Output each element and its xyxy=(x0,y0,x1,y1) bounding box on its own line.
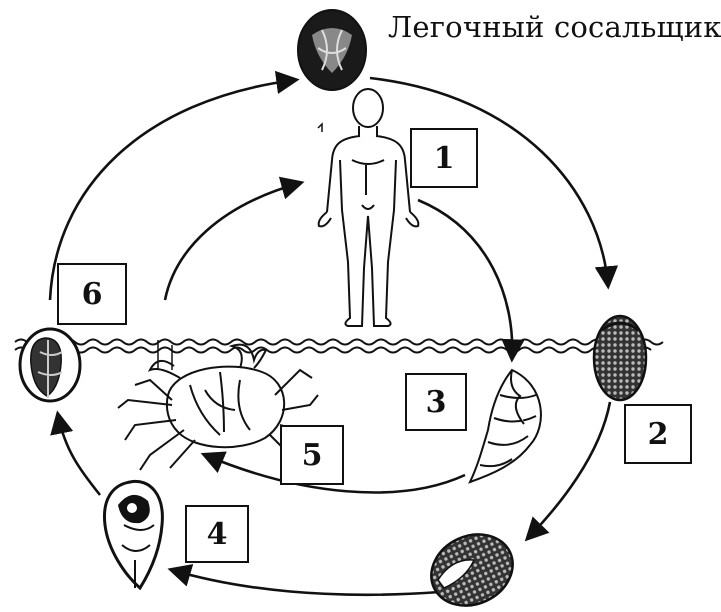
stage-label-3: 3 xyxy=(405,373,467,431)
egg-icon xyxy=(594,316,646,400)
stage-label-4: 4 xyxy=(185,505,249,563)
water-line xyxy=(15,340,663,353)
adult-fluke-icon xyxy=(298,10,366,90)
metacercaria-icon xyxy=(20,329,80,401)
stage-label-6: 6 xyxy=(57,263,127,325)
stage-label-1: 1 xyxy=(410,128,478,188)
stage-label-5: 5 xyxy=(280,425,344,485)
human-figure-icon xyxy=(318,89,418,326)
diagram-title: Легочный сосальщик xyxy=(388,10,721,44)
arrow-1-to-3 xyxy=(418,200,512,358)
snail-shell-icon xyxy=(470,370,541,482)
arrow-top-egg-to-2 xyxy=(370,78,608,285)
miracidium-icon xyxy=(420,521,525,607)
arrow-5-to-1 xyxy=(165,183,300,300)
arrow-4-to-6 xyxy=(58,415,100,495)
cercaria-icon xyxy=(104,481,162,588)
stage-label-2: 2 xyxy=(624,404,692,464)
arrow-bottom-egg-to-4 xyxy=(172,570,440,595)
